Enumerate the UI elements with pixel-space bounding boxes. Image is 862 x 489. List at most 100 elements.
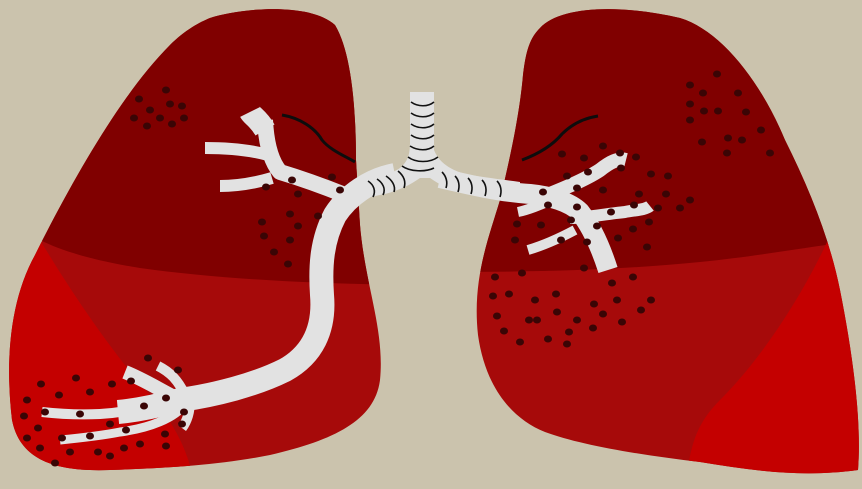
lesion-dot	[632, 154, 640, 161]
lesion-dot	[643, 244, 651, 251]
lesion-dot	[120, 445, 128, 452]
lesion-dot	[106, 421, 114, 428]
lesion-dot	[583, 239, 591, 246]
lesion-dot	[664, 173, 672, 180]
lesion-dot	[607, 209, 615, 216]
lesion-dot	[613, 297, 621, 304]
lesion-dot	[166, 101, 174, 108]
lesion-dot	[590, 301, 598, 308]
lesion-dot	[260, 233, 268, 240]
lesion-dot	[552, 291, 560, 298]
lesion-dot	[500, 328, 508, 335]
lesion-dot	[544, 202, 552, 209]
lesion-dot	[723, 150, 731, 157]
lesion-dot	[284, 261, 292, 268]
lesion-dot	[557, 237, 565, 244]
lesion-dot	[288, 177, 296, 184]
lesion-dot	[580, 155, 588, 162]
lesion-dot	[286, 211, 294, 218]
right-upper-lobe	[440, 0, 862, 272]
lesion-dot	[156, 115, 164, 122]
lesion-dot	[565, 329, 573, 336]
lesion-dot	[55, 392, 63, 399]
lesion-dot	[86, 433, 94, 440]
lesion-dot	[647, 297, 655, 304]
lesion-dot	[567, 217, 575, 224]
lesion-dot	[146, 107, 154, 114]
lesion-dot	[36, 445, 44, 452]
lesion-dot	[654, 205, 662, 212]
lesion-dot	[41, 409, 49, 416]
lesion-dot	[23, 435, 31, 442]
lesion-dot	[676, 205, 684, 212]
lesion-dot	[573, 317, 581, 324]
lesion-dot	[647, 171, 655, 178]
lesion-dot	[94, 449, 102, 456]
lesion-dot	[23, 397, 31, 404]
lesion-dot	[742, 109, 750, 116]
lesion-dot	[662, 191, 670, 198]
lesion-dot	[616, 150, 624, 157]
lesion-dot	[700, 108, 708, 115]
lesion-dot	[178, 421, 186, 428]
lesion-dot	[629, 226, 637, 233]
lesion-dot	[34, 425, 42, 432]
lesion-dot	[635, 191, 643, 198]
lesion-dot	[108, 381, 116, 388]
lesion-dot	[686, 197, 694, 204]
lesion-dot	[686, 82, 694, 89]
lesion-dot	[180, 115, 188, 122]
lesion-dot	[686, 117, 694, 124]
lesion-dot	[162, 395, 170, 402]
lesion-dot	[262, 184, 270, 191]
lesion-dot	[489, 293, 497, 300]
lesion-dot	[328, 174, 336, 181]
lesion-dot	[174, 367, 182, 374]
lesion-dot	[531, 297, 539, 304]
lesion-dot	[637, 307, 645, 314]
lesion-dot	[516, 339, 524, 346]
lesion-dot	[122, 427, 130, 434]
lesion-dot	[599, 143, 607, 150]
lesion-dot	[258, 219, 266, 226]
lesion-dot	[563, 341, 571, 348]
lesion-dot	[599, 187, 607, 194]
lesion-dot	[618, 319, 626, 326]
lesion-dot	[573, 185, 581, 192]
lesion-dot	[180, 409, 188, 416]
lesion-dot	[584, 169, 592, 176]
lesion-dot	[757, 127, 765, 134]
lesion-dot	[513, 221, 521, 228]
lesion-dot	[537, 222, 545, 229]
lesion-dot	[493, 313, 501, 320]
lesion-dot	[130, 115, 138, 122]
lesion-dot	[734, 90, 742, 97]
lesion-dot	[699, 90, 707, 97]
lesion-dot	[599, 311, 607, 318]
lesion-dot	[58, 435, 66, 442]
lesion-dot	[525, 317, 533, 324]
lesion-dot	[161, 431, 169, 438]
lesion-dot	[558, 151, 566, 158]
lesion-dot	[593, 223, 601, 230]
lesion-dot	[714, 108, 722, 115]
lesion-dot	[144, 355, 152, 362]
lesion-dot	[66, 449, 74, 456]
lesion-dot	[135, 96, 143, 103]
lesion-dot	[20, 413, 28, 420]
lesion-dot	[270, 249, 278, 256]
lesion-dot	[314, 213, 322, 220]
lesion-dot	[294, 223, 302, 230]
lesion-dot	[553, 309, 561, 316]
lesion-dot	[294, 191, 302, 198]
lesion-dot	[286, 237, 294, 244]
lesion-dot	[162, 443, 170, 450]
right-lung	[440, 0, 862, 484]
lesion-dot	[563, 173, 571, 180]
lesion-dot	[630, 202, 638, 209]
lesion-dot	[136, 441, 144, 448]
lesion-dot	[713, 71, 721, 78]
lesion-dot	[645, 219, 653, 226]
lesion-dot	[544, 336, 552, 343]
